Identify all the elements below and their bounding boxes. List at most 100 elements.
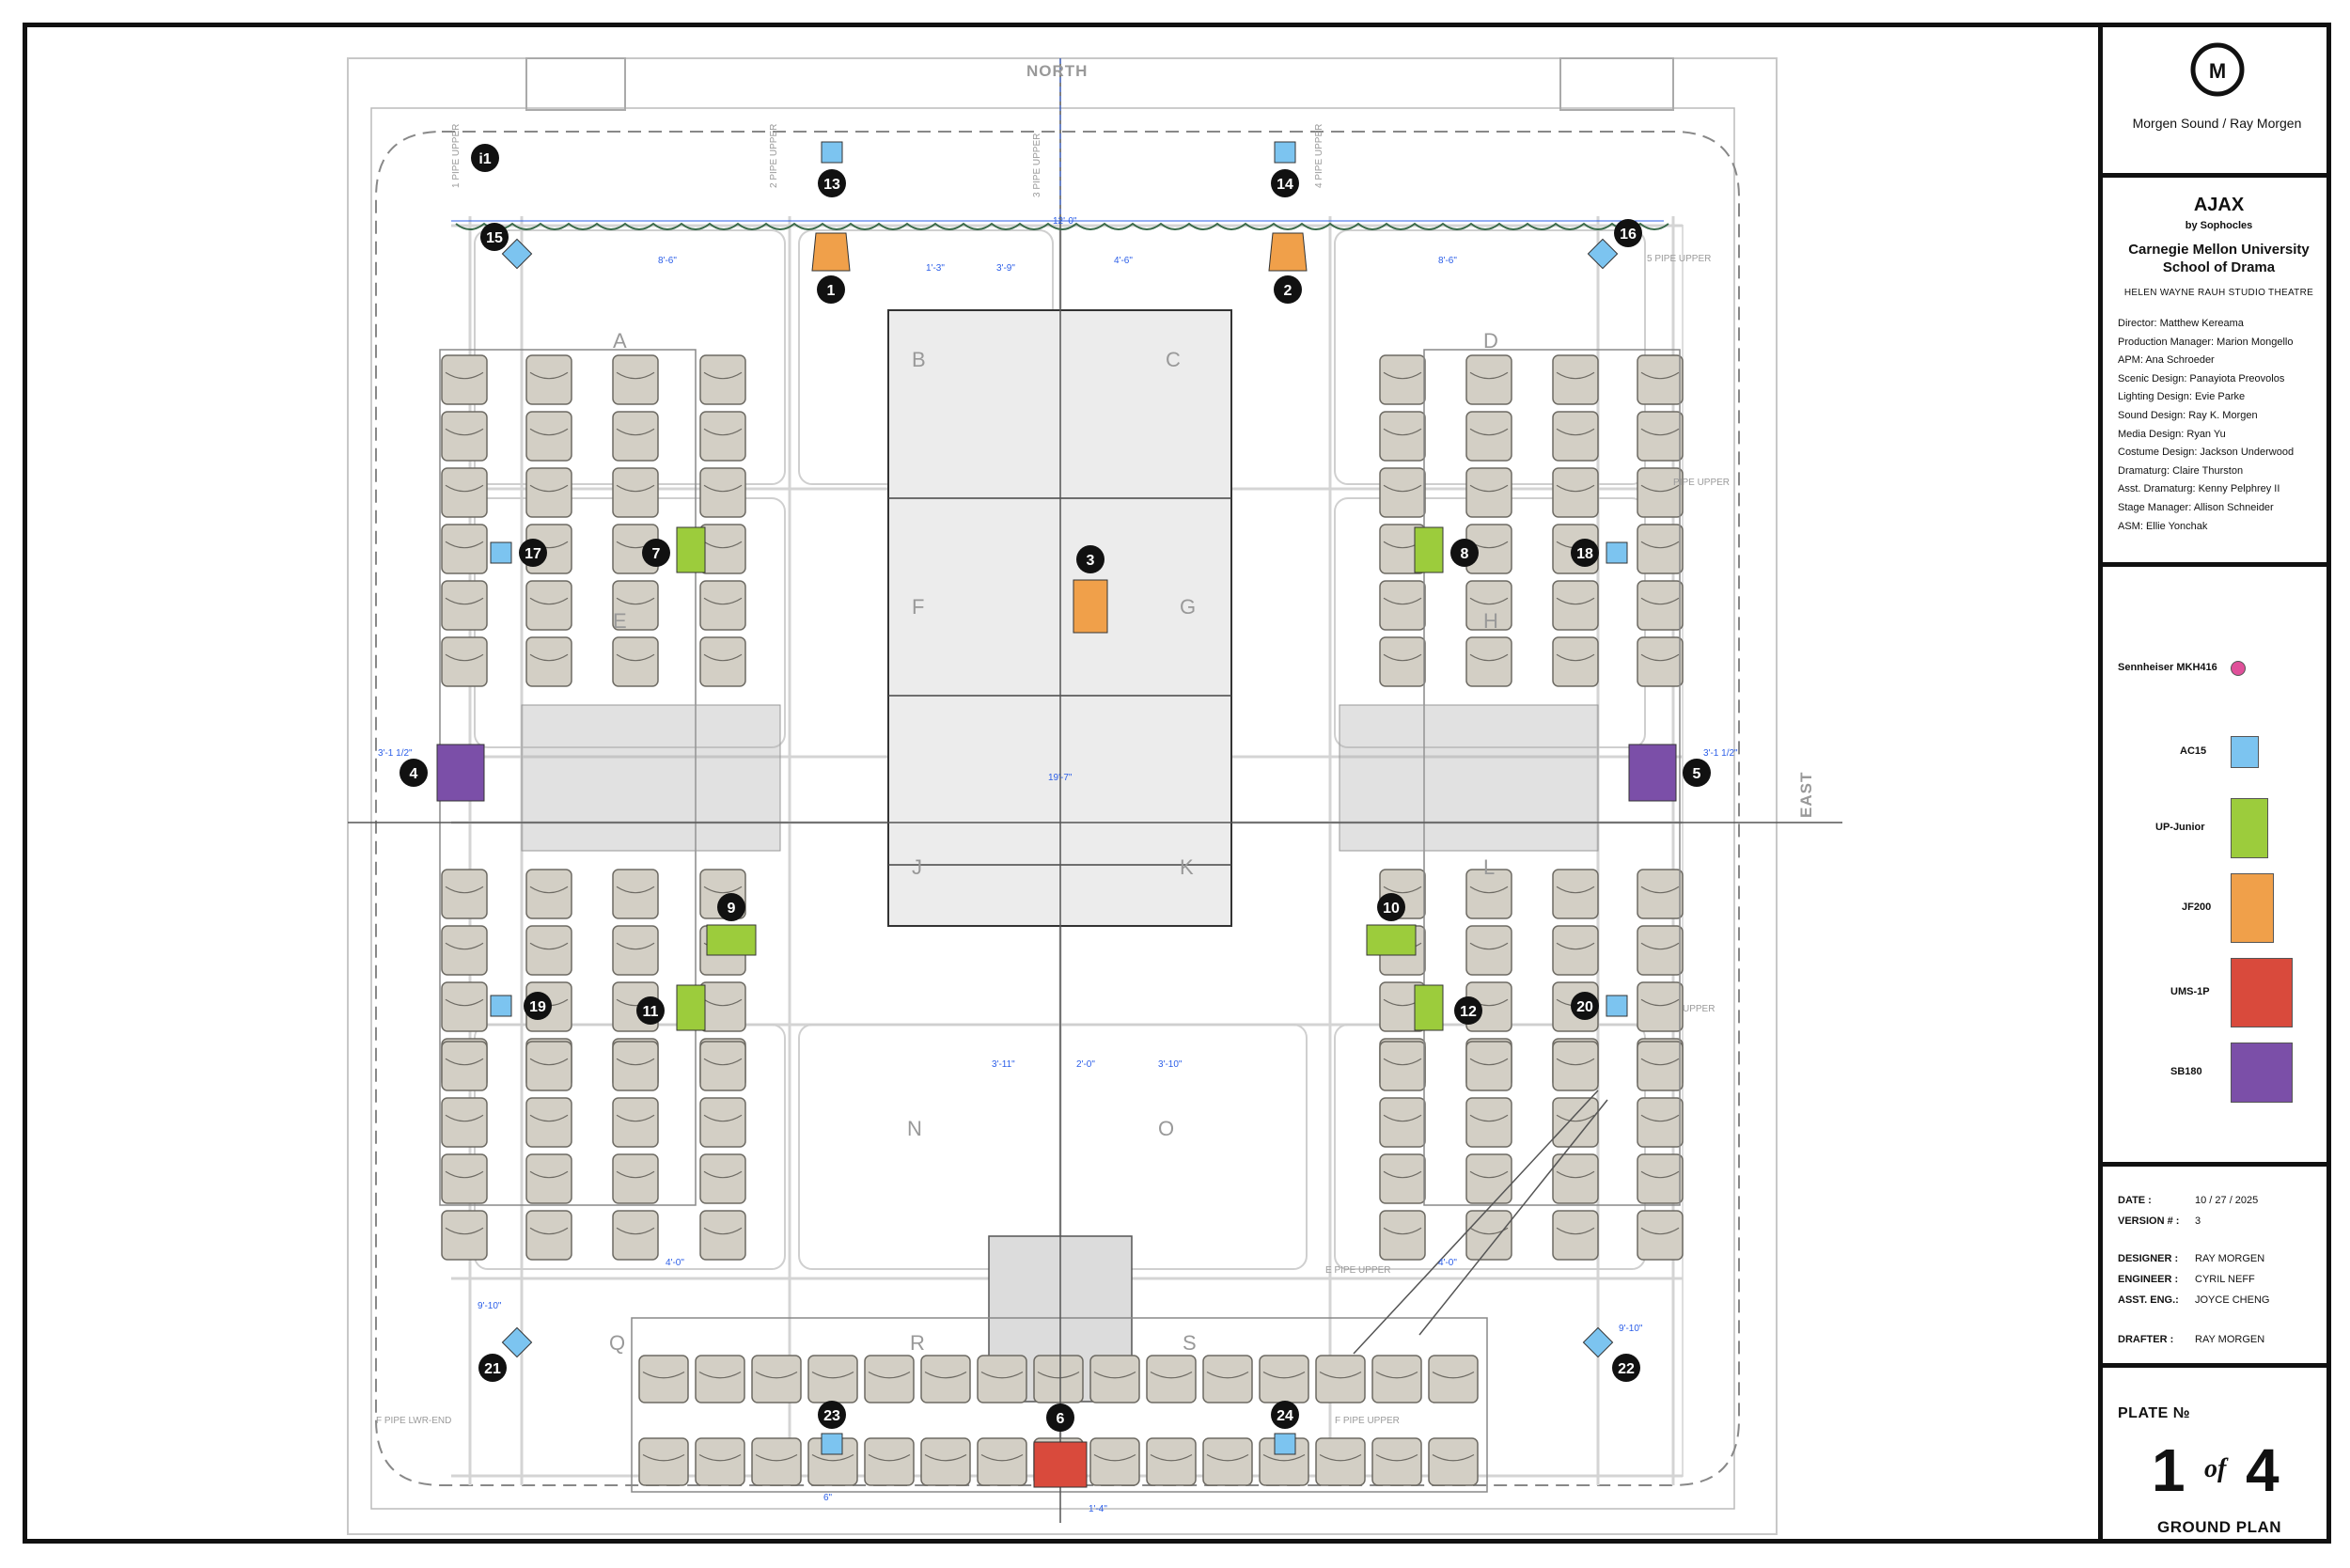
credit-line: Costume Design: Jackson Underwood [2118,447,2295,459]
audience-seat [1089,1437,1140,1486]
speaker-13-icon [821,141,843,164]
deck-panel [798,1024,1308,1270]
svg-text:6: 6 [1057,1411,1065,1427]
svg-text:8: 8 [1461,546,1469,562]
pipe-label: 1 PIPE UPPER [451,123,462,188]
speaker-24-tag: 24 [1271,1401,1299,1429]
audience-seat [612,925,659,976]
audience-seat [1379,467,1426,518]
speaker-16-tag: 16 [1614,219,1642,247]
speaker-21-tag: 21 [478,1354,507,1382]
audience-seat [1552,1097,1599,1148]
speaker-15-icon [501,238,533,270]
speaker-9-icon [706,924,757,956]
section-label-j: J [912,855,922,879]
asst-eng-value: JOYCE CHENG [2195,1294,2270,1306]
audience-seat [1552,925,1599,976]
speaker-16-icon [1587,238,1619,270]
audience-seat [612,1210,659,1261]
speaker-5-tag: 5 [1683,759,1711,787]
speaker-8-icon [1414,526,1444,573]
credit-line: Production Manager: Marion Mongello [2118,336,2294,348]
audience-seat [441,354,488,405]
aisle-east [1339,704,1599,852]
seating-block-east [1423,349,1681,1206]
speaker-6-tag: 6 [1046,1403,1074,1432]
dimension-label: 1'-3" [926,263,945,274]
audience-seat [612,354,659,405]
dimension-label: 3'-10" [1158,1059,1183,1070]
audience-seat [1089,1355,1140,1403]
svg-text:19: 19 [529,999,546,1015]
dimension-label: 8'-6" [1438,256,1457,266]
svg-text:11: 11 [643,1004,659,1020]
credit-line: Stage Manager: Allison Schneider [2118,501,2274,513]
section-label-o: O [1158,1117,1175,1140]
version-label: VERSION # : [2118,1215,2180,1227]
audience-seat [1315,1437,1366,1486]
legend-label: JF200 [2182,902,2212,913]
speaker-15-tag: 15 [480,223,509,251]
audience-seat [612,636,659,687]
audience-seat [441,1210,488,1261]
audience-seat [525,869,572,919]
audience-seat [1637,1041,1684,1091]
svg-text:23: 23 [823,1408,840,1424]
svg-text:10: 10 [1383,901,1400,917]
speaker-10-icon [1366,924,1417,956]
svg-text:9: 9 [728,901,736,917]
speaker-22-tag: 22 [1612,1354,1640,1382]
audience-seat [1465,354,1512,405]
speaker-23-icon [821,1433,843,1455]
dimension-label: 8'-6" [658,256,677,266]
venue-name: HELEN WAYNE RAUH STUDIO THEATRE [2123,288,2314,298]
section-label-r: R [910,1331,925,1355]
legend-label: Sennheiser MKH416 [2118,662,2217,673]
speaker-4-icon [436,744,485,802]
section-label-k: K [1180,855,1194,879]
audience-seat [638,1437,689,1486]
audience-seat [977,1437,1027,1486]
audience-seat [441,981,488,1032]
audience-seat [441,524,488,574]
audience-seat [1371,1355,1422,1403]
audience-seat [1637,1153,1684,1204]
audience-seat [1379,1097,1426,1148]
dimension-label: 3'-11" [992,1059,1015,1070]
asst-eng-label: ASST. ENG.: [2118,1294,2179,1306]
audience-seat [1379,1153,1426,1204]
audience-seat [441,1041,488,1091]
audience-seat [1379,354,1426,405]
show-title: AJAX [2193,195,2245,215]
audience-seat [1637,636,1684,687]
legend-swatch-sennheiser-mkh416-icon [2231,661,2246,676]
info-panel: DATE : 10 / 27 / 2025 VERSION # : 3 DESI… [2098,1162,2331,1363]
audience-seat [1465,869,1512,919]
pipe-label: F PIPE UPPER [1335,1416,1400,1426]
audience-seat [1465,411,1512,462]
audience-seat [1637,925,1684,976]
section-label-b: B [912,348,926,371]
legend-swatch-ums-1p-icon [2231,958,2293,1027]
svg-text:M: M [2208,59,2225,83]
audience-seat [441,411,488,462]
audience-seat [1637,411,1684,462]
speaker-18-icon [1606,541,1628,564]
audience-seat [864,1437,915,1486]
plate-panel: PLATE № 1 of 4 GROUND PLAN [2098,1363,2331,1544]
dimension-label: 9'-10" [1619,1324,1643,1334]
audience-seat [699,1041,746,1091]
credit-line: Asst. Dramaturg: Kenny Pelphrey II [2118,483,2280,495]
audience-seat [695,1437,745,1486]
audience-seat [1552,580,1599,631]
by-line: by Sophocles [2185,220,2253,231]
speaker-1-tag: 1 [817,275,845,304]
svg-text:18: 18 [1576,546,1593,562]
audience-seat [1465,1153,1512,1204]
speaker-1-icon [811,232,851,272]
section-label-n: N [907,1117,922,1140]
school-line-1: Carnegie Mellon University [2128,242,2310,258]
audience-seat [695,1355,745,1403]
